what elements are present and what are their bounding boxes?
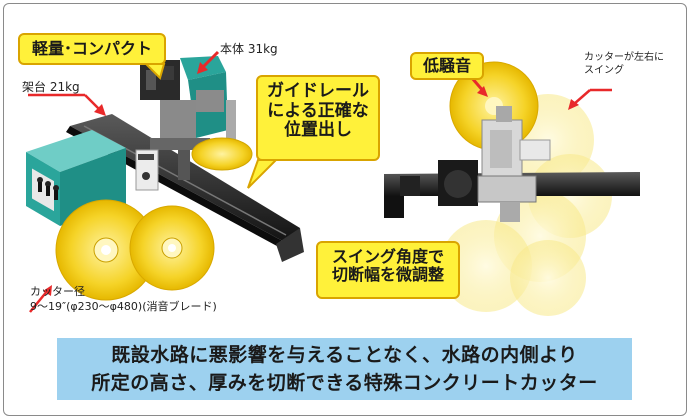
arrow-low-noise: [470, 77, 488, 97]
banner-line-2: 所定の高さ、厚みを切断できる特殊コンクリートカッター: [91, 372, 598, 394]
arrow-cutter-diameter: [29, 285, 52, 313]
label-cutter-diameter: カッター径 9～19″(φ230～φ480)(消音ブレード): [30, 284, 217, 314]
arrow-body-weight: [197, 50, 220, 74]
arrow-frame-weight: [28, 93, 106, 116]
callout-guide-rail: ガイドレール による正確な 位置出し: [256, 75, 380, 161]
callout-swing: スイング角度で 切断幅を微調整: [316, 241, 460, 299]
swing-line-1: スイング角度で: [331, 247, 444, 266]
callout-compact: 軽量･コンパクト: [18, 33, 166, 65]
callout-low-noise: 低騒音: [410, 52, 484, 80]
guide-callout-tail: [247, 159, 279, 189]
cutter-diameter-line-2: 9～19″(φ230～φ480)(消音ブレード): [30, 300, 217, 313]
cutter-diameter-line-1: カッター径: [30, 285, 85, 298]
mounted-blade: [191, 137, 253, 171]
arrow-swing: [568, 88, 612, 110]
swing-line-2: 切断幅を微調整: [331, 265, 444, 285]
guide-line-2: による正確な: [267, 100, 369, 121]
cutter-swing-line-2: スイング: [584, 65, 624, 76]
label-body-weight: 本体 31kg: [220, 42, 278, 56]
description-banner: 既設水路に悪影響を与えることなく、水路の内側より 所定の高さ、厚みを切断できる特…: [57, 338, 632, 400]
blade-small: [129, 205, 215, 291]
label-frame-weight: 架台 21kg: [22, 80, 80, 94]
banner-line-1: 既設水路に悪影響を与えることなく、水路の内側より: [111, 344, 578, 366]
cutter-swing-line-1: カッターが左右に: [584, 52, 664, 63]
guide-line-3: 位置出し: [284, 120, 352, 141]
label-cutter-swing: カッターが左右に スイング: [584, 51, 664, 77]
rail-end-block: [276, 228, 304, 262]
guide-line-1: ガイドレール: [267, 81, 369, 101]
swing-machine: [477, 106, 551, 222]
